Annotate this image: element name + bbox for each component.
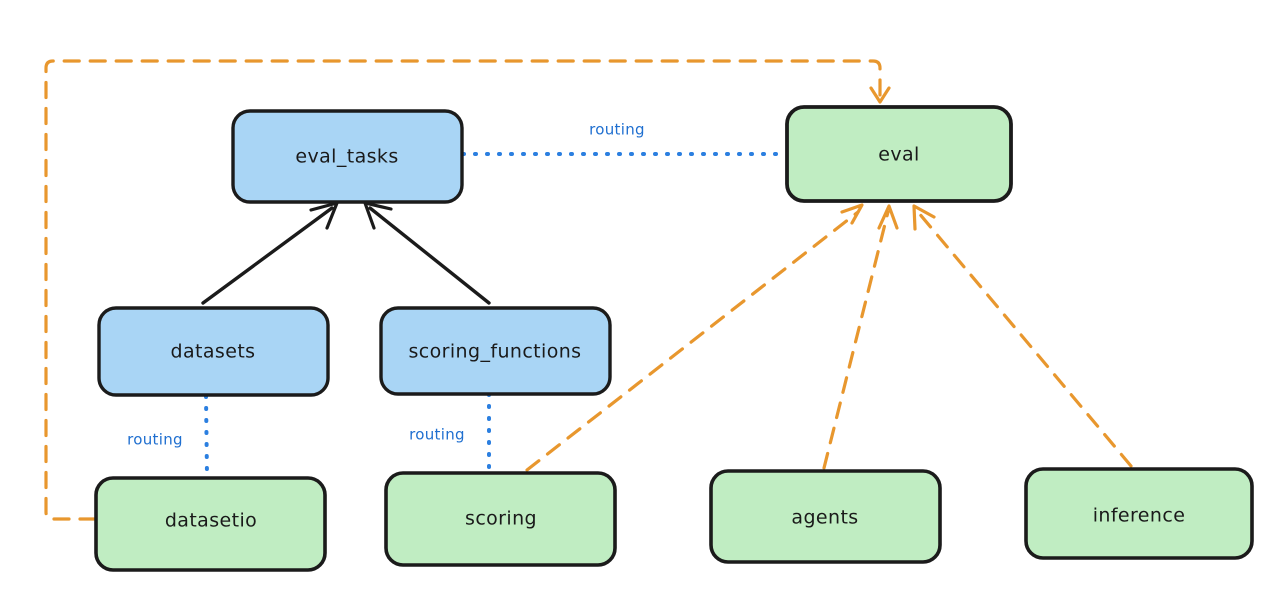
node-eval_tasks[interactable]: eval_tasks: [231, 109, 464, 204]
node-shape: [785, 105, 1013, 203]
edge-label-routing-scoring: routing: [409, 426, 465, 444]
edge-line: [368, 206, 491, 305]
edge-line: [916, 210, 1133, 468]
node-label: scoring_functions: [409, 341, 582, 363]
edge-arrowhead: [869, 86, 891, 104]
node-datasets[interactable]: datasets: [97, 306, 330, 397]
edges-layer: [44, 59, 1133, 521]
edge-line: [204, 394, 209, 478]
edge-line: [525, 210, 860, 472]
edge-arrowhead: [912, 204, 936, 231]
node-scoring_functions[interactable]: scoring_functions: [379, 306, 612, 396]
node-agents[interactable]: agents: [709, 469, 942, 564]
node-shape: [97, 306, 330, 397]
node-label: datasetio: [165, 510, 257, 532]
edge-label-routing-eval: routing: [589, 121, 645, 139]
edge-arrowhead: [877, 204, 899, 230]
edge-arrowhead: [840, 203, 864, 225]
edge-labels-layer: routing routing routing: [127, 121, 645, 449]
edge-datasets-eval_tasks[interactable]: [201, 201, 339, 305]
edge-line: [44, 59, 882, 521]
edge-scoring_functions-eval_tasks[interactable]: [363, 201, 491, 305]
edge-label-routing-datasetio: routing: [127, 431, 183, 449]
node-shape: [231, 109, 464, 204]
node-label: agents: [791, 507, 858, 529]
node-label: datasets: [171, 341, 256, 363]
node-eval[interactable]: eval: [785, 105, 1013, 203]
edge-line: [201, 206, 334, 305]
node-label: inference: [1093, 505, 1186, 527]
node-shape: [94, 476, 327, 572]
node-scoring[interactable]: scoring: [384, 471, 617, 567]
node-shape: [379, 306, 612, 396]
node-shape: [384, 471, 617, 567]
node-label: eval_tasks: [295, 146, 398, 168]
edge-scoring-eval[interactable]: [525, 203, 864, 472]
node-label: eval: [878, 144, 919, 166]
edge-datasetio-eval[interactable]: [44, 59, 891, 521]
edge-inference-eval[interactable]: [912, 204, 1133, 468]
edge-line: [822, 210, 890, 470]
node-datasetio[interactable]: datasetio: [94, 476, 327, 572]
nodes-layer: eval_tasks eval datasets scoring_functio…: [94, 105, 1254, 572]
edge-agents-eval[interactable]: [822, 204, 899, 470]
edge-datasets-datasetio[interactable]: [204, 394, 209, 478]
node-label: scoring: [465, 508, 537, 530]
node-shape: [1024, 467, 1254, 560]
node-inference[interactable]: inference: [1024, 467, 1254, 560]
node-shape: [709, 469, 942, 564]
